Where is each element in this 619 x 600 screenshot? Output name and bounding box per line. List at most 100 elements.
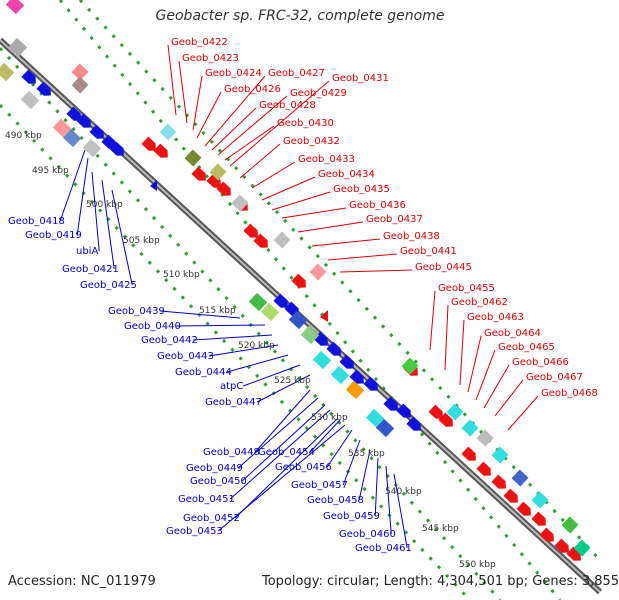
reverse-gene-block: [330, 365, 350, 385]
forward-gene-label: Geob_0427: [268, 68, 325, 79]
reverse-gene-arrow-shape: [273, 293, 288, 308]
reverse-gene-arrow: [109, 141, 124, 156]
forward-gene-block: [273, 231, 291, 249]
forward-leader-line: [459, 319, 465, 386]
forward-gene-arrow: [531, 511, 546, 526]
reverse-leader-line: [160, 310, 241, 319]
forward-gene-block-shape: [231, 194, 249, 212]
reverse-leader-line: [193, 334, 273, 341]
forward-gene-arrow-shape: [503, 488, 518, 503]
genome-map-canvas: Geob_0422Geob_0423Geob_0424Geob_0426Geob…: [0, 0, 603, 600]
reverse-gene-arrow-shape: [36, 81, 51, 96]
reverse-leader-line: [101, 179, 115, 270]
label-leader-lines: [59, 44, 539, 549]
forward-gene-arrow: [554, 538, 569, 553]
forward-leader-line: [196, 91, 222, 139]
reverse-gene-label: Geob_0442: [141, 335, 198, 346]
dotted-guide-lines: [0, 0, 602, 600]
reverse-gene-block-shape: [20, 90, 40, 110]
scale-tick-label: 550 kbp: [459, 560, 496, 570]
forward-gene-label: Geob_0436: [349, 200, 406, 211]
scale-tick-label: 530 kbp: [311, 413, 348, 423]
forward-gene-arrow: [216, 181, 231, 196]
forward-leader-line: [475, 349, 496, 401]
reverse-gene-block: [375, 418, 395, 438]
reverse-leader-line: [234, 417, 339, 519]
forward-gene-label: Geob_0438: [383, 231, 440, 242]
forward-leader-line: [444, 304, 449, 371]
reverse-gene-block: [5, 0, 25, 15]
reverse-gene-label: Geob_0450: [190, 476, 247, 487]
reverse-gene-block: [8, 37, 28, 57]
map-title: Geobacter sp. FRC-32, complete genome: [155, 8, 445, 24]
reverse-gene-label: Geob_0447: [205, 397, 262, 408]
reverse-gene-label: Geob_0452: [183, 513, 240, 524]
reverse-leader-line: [256, 374, 311, 403]
reverse-gene-arrow: [21, 69, 36, 84]
forward-gene-label: Geob_0433: [298, 154, 355, 165]
reverse-gene-block-shape: [260, 302, 280, 322]
forward-gene-arrow-shape: [539, 527, 554, 542]
reverse-gene-label: Geob_0421: [62, 264, 119, 275]
scale-tick-label: 545 kbp: [422, 524, 459, 534]
forward-leader-line: [281, 207, 347, 219]
forward-leader-line: [507, 395, 539, 431]
forward-gene-block: [561, 516, 579, 534]
forward-gene-block: [231, 194, 249, 212]
forward-leader-line: [192, 75, 203, 131]
forward-gene-block-shape: [71, 63, 89, 81]
forward-gene-label: Geob_0424: [205, 68, 262, 79]
forward-leader-line: [483, 364, 510, 409]
forward-gene-label: Geob_0441: [400, 246, 457, 257]
forward-gene-label: Geob_0430: [277, 118, 334, 129]
reverse-gene-arrow: [406, 416, 421, 431]
forward-gene-label: Geob_0423: [182, 53, 239, 64]
forward-gene-arrow: [491, 474, 506, 489]
forward-gene-arrow-shape: [253, 233, 268, 248]
reverse-leader-line: [209, 344, 279, 357]
forward-gene-block-shape: [491, 446, 509, 464]
reverse-gene-block: [345, 380, 365, 400]
forward-gene-block: [476, 429, 494, 447]
reverse-gene-arrow: [36, 81, 51, 96]
scale-tick-label: 510 kbp: [163, 270, 200, 280]
forward-gene-label: Geob_0428: [259, 100, 316, 111]
forward-gene-block-shape: [446, 403, 464, 421]
reverse-leader-line: [358, 449, 371, 501]
dotted-guide-line: [78, 0, 602, 562]
forward-gene-label: Geob_0434: [318, 169, 375, 180]
reverse-gene-block-shape: [8, 37, 28, 57]
forward-gene-label: Geob_0467: [526, 372, 583, 383]
reverse-gene-arrow: [273, 293, 288, 308]
reverse-gene-arrow-shape: [21, 69, 36, 84]
reverse-gene-block-shape: [288, 310, 308, 330]
reverse-gene-block: [260, 302, 280, 322]
scale-tick-label: 535 kbp: [348, 449, 385, 459]
reverse-gene-block-shape: [0, 62, 15, 82]
forward-gene-block-shape: [531, 491, 549, 509]
reverse-gene-block: [0, 62, 15, 82]
forward-gene-label: Geob_0437: [366, 214, 423, 225]
reverse-gene-arrow-shape: [339, 354, 354, 369]
reverse-gene-arrow: [363, 376, 378, 391]
forward-gene-arrow: [539, 527, 554, 542]
reverse-gene-arrow-shape: [396, 403, 411, 418]
forward-leader-line: [211, 107, 257, 151]
forward-gene-label: Geob_0455: [438, 283, 495, 294]
forward-leader-line: [311, 238, 381, 247]
reverse-gene-label: Geob_0419: [25, 230, 82, 241]
reverse-leader-line: [111, 189, 133, 286]
reverse-gene-arrow: [396, 403, 411, 418]
forward-gene-arrow-shape: [141, 136, 156, 151]
reverse-gene-arrow: [383, 396, 398, 411]
scale-tick-label: 540 kbp: [385, 487, 422, 497]
forward-leader-line: [224, 125, 275, 161]
forward-gene-block-shape: [273, 231, 291, 249]
reverse-leader-line: [374, 457, 379, 517]
feature-track: [0, 0, 591, 561]
forward-gene-label: Geob_0426: [224, 84, 281, 95]
reverse-gene-arrow: [66, 106, 81, 121]
forward-gene-arrow: [291, 273, 306, 288]
